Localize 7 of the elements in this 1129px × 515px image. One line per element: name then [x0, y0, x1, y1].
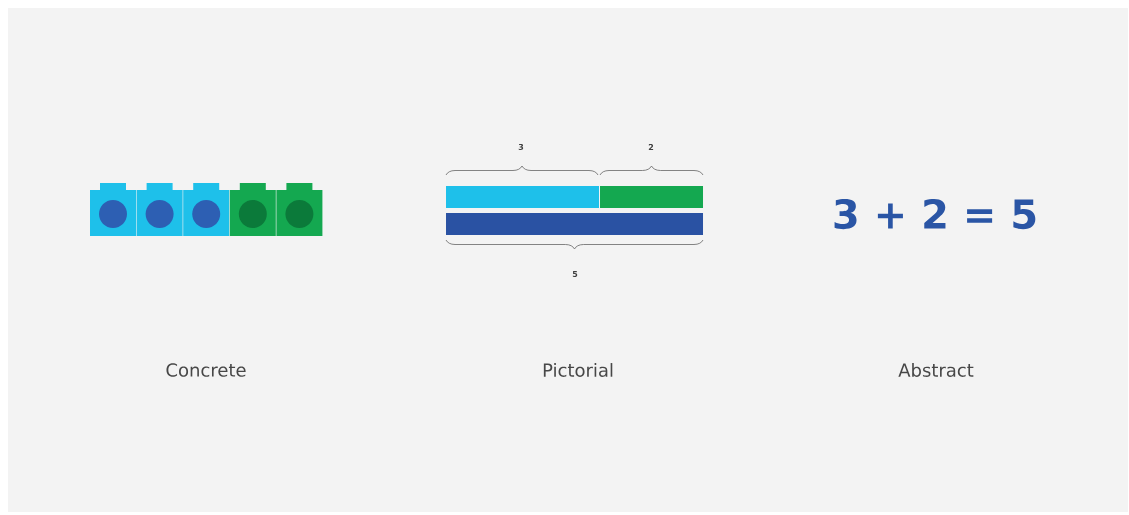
caption: Abstract: [898, 363, 974, 377]
brace-label: 3: [518, 143, 524, 151]
caption: Concrete: [166, 363, 246, 377]
brace-label: 5: [572, 271, 578, 277]
caption: Pictorial: [543, 363, 613, 377]
brace-label: 2: [648, 144, 654, 150]
equation: 3 + 2 = 5: [834, 198, 1036, 230]
